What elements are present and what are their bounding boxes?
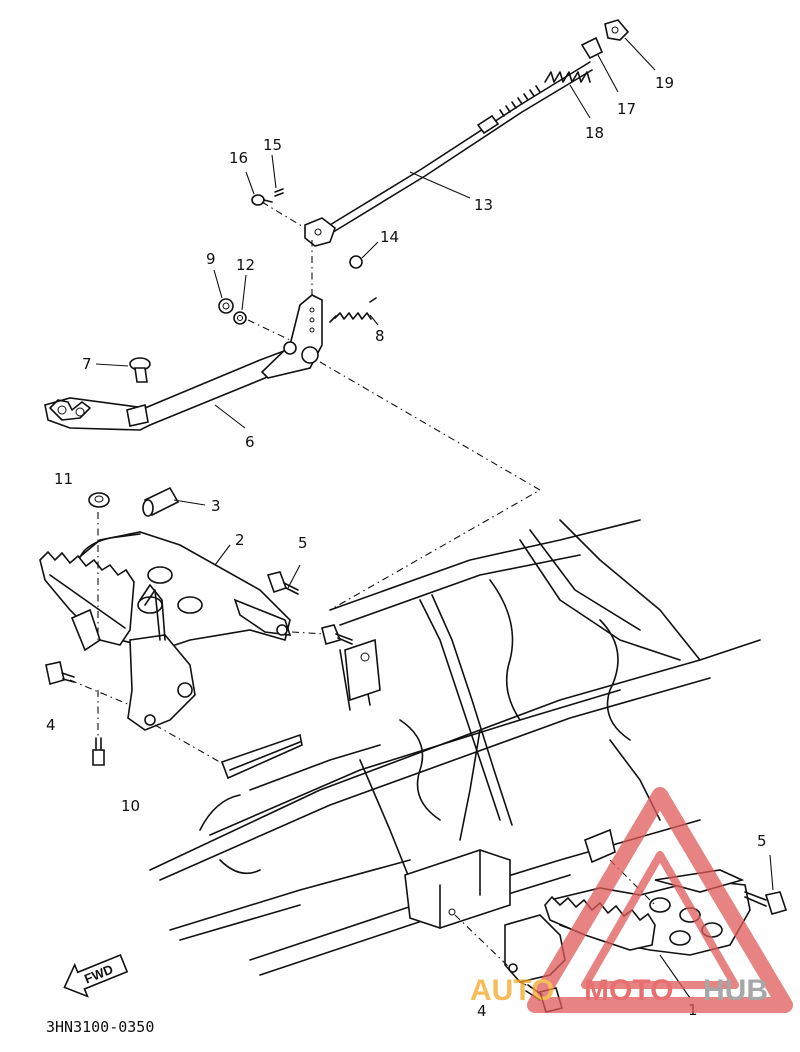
brake-rod <box>324 61 593 235</box>
callout-6: 6 <box>245 433 255 451</box>
left-footrest <box>39 531 292 731</box>
callout-5a: 5 <box>298 534 308 552</box>
bolt-vertical <box>92 737 105 766</box>
watermark-text-a: AUTO <box>470 974 554 1007</box>
callout-19: 19 <box>655 74 674 92</box>
rod-joint <box>304 217 363 269</box>
callout-16: 16 <box>229 149 248 167</box>
washer-clip-set <box>218 298 247 325</box>
callout-17: 17 <box>617 100 636 118</box>
watermark-logo: AUTO MOTO HUB <box>470 787 793 1013</box>
bolt-right <box>744 891 788 915</box>
brake-pedal <box>44 294 323 431</box>
pin-cotter <box>251 188 284 206</box>
return-spring <box>329 297 377 323</box>
callout-13: 13 <box>474 196 493 214</box>
callout-leaders <box>95 37 774 999</box>
callout-5b: 5 <box>757 832 767 850</box>
callout-7: 7 <box>82 355 92 373</box>
callout-4a: 4 <box>46 716 56 734</box>
watermark-text-c: HUB <box>703 974 768 1007</box>
footrest-pin <box>142 486 180 517</box>
frame-assembly <box>149 519 761 976</box>
fwd-arrow: FWD <box>63 954 129 998</box>
bolt-left <box>266 571 299 595</box>
part-code: 3HN3100-0350 <box>46 1018 154 1036</box>
callout-14: 14 <box>380 228 399 246</box>
mount-stud <box>321 624 353 645</box>
bolt-left-lower <box>45 661 75 686</box>
callout-numbers: 1 2 3 4 4 5 5 6 7 8 9 10 11 12 13 14 15 … <box>46 74 767 1020</box>
callout-18: 18 <box>585 124 604 142</box>
callout-4b: 4 <box>477 1002 487 1020</box>
callout-3: 3 <box>211 497 221 515</box>
pedal-stopper <box>129 357 151 383</box>
assembly-lines <box>69 201 656 989</box>
callout-2: 2 <box>235 531 245 549</box>
footrest-nut <box>88 492 110 508</box>
callout-8: 8 <box>375 327 385 345</box>
rod-collar <box>580 36 604 60</box>
callout-9: 9 <box>206 250 216 268</box>
callout-10: 10 <box>121 797 140 815</box>
callout-15: 15 <box>263 136 282 154</box>
adjust-nut <box>604 19 630 41</box>
watermark-text-b: MOTO <box>584 974 673 1007</box>
rod-spring <box>544 71 591 83</box>
callout-12: 12 <box>236 256 255 274</box>
callout-11: 11 <box>54 470 73 488</box>
